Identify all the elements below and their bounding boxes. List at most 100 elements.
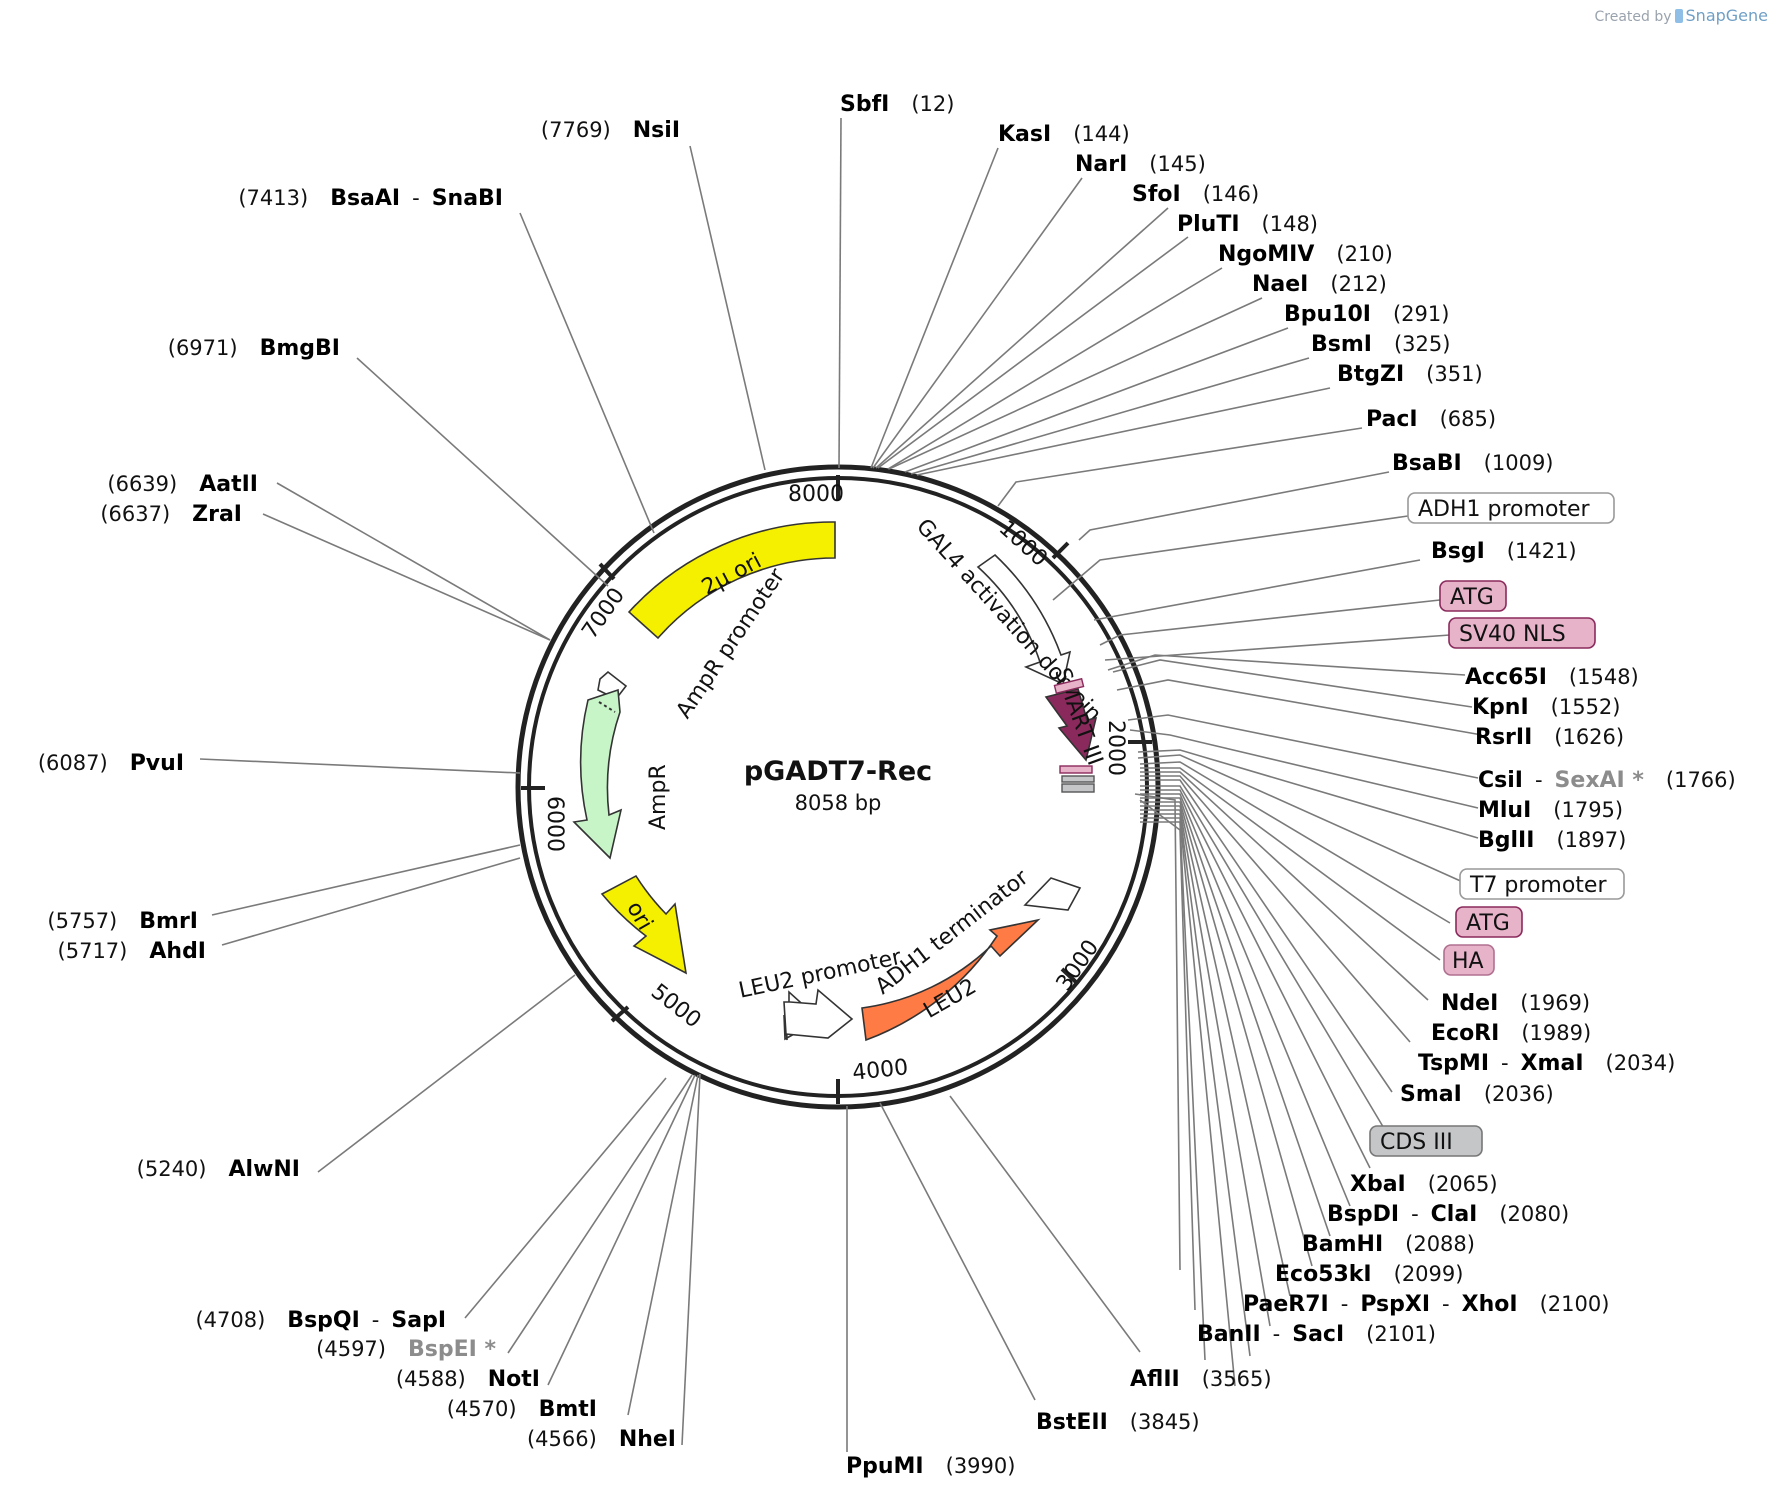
svg-text:BamHI(2088): BamHI(2088) <box>1302 1232 1475 1257</box>
site-label: Eco53kI(2099) <box>1275 1262 1463 1287</box>
site-position: (1989) <box>1521 1021 1591 1045</box>
svg-text:(4570)BmtI: (4570) BmtI <box>447 1397 597 1422</box>
ruler-label: 2000 <box>1103 720 1128 776</box>
site-position: (1552) <box>1551 695 1621 719</box>
enzyme-name: AlwNI <box>229 1157 301 1182</box>
site-label: MluI (1795) <box>1478 798 1623 823</box>
svg-text:RsrII(1626): RsrII(1626) <box>1475 725 1624 750</box>
site-position: (148) <box>1262 212 1318 236</box>
site-position: (144) <box>1073 122 1129 146</box>
adh1-terminator-box <box>1023 877 1082 911</box>
site-position: (7413) <box>238 186 308 210</box>
enzyme-name: BmgBI <box>260 336 340 361</box>
site-position: (5240) <box>137 1157 207 1181</box>
site-position: (4588) <box>396 1367 466 1391</box>
ruler-label: 5000 <box>646 979 706 1033</box>
cds-iii-marker <box>1061 783 1095 793</box>
enzyme-name: PacI <box>1366 407 1418 432</box>
boxed-label: HA <box>1443 944 1495 976</box>
enzyme-name: CsiI <box>1478 768 1523 793</box>
enzyme-name: BtgZI <box>1337 362 1404 387</box>
svg-text:KasI(144): KasI(144) <box>998 122 1130 147</box>
svg-text:BsaBI(1009): BsaBI(1009) <box>1392 451 1554 476</box>
site-label: BsmI(325) <box>1311 332 1450 357</box>
enzyme-name: NgoMIV <box>1218 242 1314 267</box>
site-label: Bpu10I(291) <box>1284 302 1449 327</box>
enzyme-name: BmtI <box>539 1397 597 1422</box>
site-position: (3565) <box>1202 1367 1272 1391</box>
boxed-label-text: HA <box>1452 949 1484 974</box>
site-position: (351) <box>1426 362 1482 386</box>
backbone-outer-ring <box>515 464 1161 1110</box>
site-position: (1766) <box>1666 768 1736 792</box>
site-label: BanII-SacI(2101) <box>1197 1322 1436 1347</box>
site-position: (2100) <box>1540 1292 1610 1316</box>
svg-text:(4597)BspEI *: (4597)BspEI * <box>316 1337 496 1362</box>
site-position: (6637) <box>100 502 170 526</box>
site-position: (2080) <box>1499 1202 1569 1226</box>
site-label: EcoRI(1989) <box>1431 1021 1591 1046</box>
site-position: (5717) <box>58 939 128 963</box>
svg-text:(4588)NotI: (4588) NotI <box>396 1367 540 1392</box>
site-label: PpuMI(3990) <box>846 1454 1015 1479</box>
site-label: RsrII(1626) <box>1475 725 1624 750</box>
feature-label-ampr: AmpR <box>646 764 671 830</box>
enzyme-name: AatII <box>199 472 258 497</box>
svg-text:(6971)BmgBI: (6971)BmgBI <box>168 336 340 361</box>
site-position: (4570) <box>447 1397 517 1421</box>
site-position: (1548) <box>1569 665 1639 689</box>
svg-text:BsgI(1421): BsgI(1421) <box>1431 539 1577 564</box>
boxed-label-text: ATG <box>1450 585 1494 610</box>
enzyme-name: Eco53kI <box>1275 1262 1372 1287</box>
enzyme-name: PluTI <box>1177 212 1240 237</box>
ampr-arrow <box>572 688 623 860</box>
ruler-label: 8000 <box>788 482 844 507</box>
site-label: (6637)ZraI <box>100 502 242 527</box>
site-position: (2036) <box>1484 1082 1554 1106</box>
enzyme-name: RsrII <box>1475 725 1532 750</box>
site-label: (4566)NheI <box>527 1427 676 1452</box>
svg-text:(5757)BmrI: (5757)BmrI <box>47 909 198 934</box>
credit-brand: SnapGene <box>1685 6 1768 25</box>
site-position: (7769) <box>541 118 611 142</box>
enzyme-name: BamHI <box>1302 1232 1383 1257</box>
svg-text:AflII(3565): AflII(3565) <box>1130 1367 1272 1392</box>
site-position: (325) <box>1394 332 1450 356</box>
svg-text:KpnI(1552): KpnI(1552) <box>1472 695 1621 720</box>
svg-text:PluTI(148): PluTI (148) <box>1177 212 1318 237</box>
enzyme-name: BsgI <box>1431 539 1485 564</box>
site-labels: SbfI(12) KasI(144) NarI(145) SfoI(146) P… <box>38 92 1736 1479</box>
svg-text:(6639)AatII: (6639)AatII <box>107 472 258 497</box>
svg-text:Bpu10I(291): Bpu10I(291) <box>1284 302 1449 327</box>
label-box <box>1455 906 1523 938</box>
plasmid-name: pGADT7-Rec <box>744 756 932 787</box>
ruler-label: 3000 <box>1052 936 1105 996</box>
enzyme-name: SfoI <box>1132 182 1181 207</box>
site-label: NaeI(212) <box>1252 272 1387 297</box>
enzyme-name: MluI <box>1478 798 1531 823</box>
site-label: BsaBI(1009) <box>1392 451 1554 476</box>
svg-text:(4708)BspQI-SapI: (4708)BspQI-SapI <box>195 1308 446 1333</box>
enzyme-name: NotI <box>488 1367 540 1392</box>
site-position: (12) <box>911 92 954 116</box>
svg-text:CsiI-SexAI *(1766): CsiI-SexAI *(1766) <box>1478 768 1736 793</box>
svg-text:NaeI(212): NaeI(212) <box>1252 272 1387 297</box>
enzyme-name: BspEI * <box>408 1337 496 1362</box>
boxed-label: ATG <box>1439 580 1507 612</box>
enzyme-name: NarI <box>1075 152 1127 177</box>
svg-text:(6637)ZraI: (6637)ZraI <box>100 502 242 527</box>
site-label: (4708)BspQI-SapI <box>195 1308 446 1333</box>
site-label: BstEII(3845) <box>1036 1410 1200 1435</box>
site-position: (1795) <box>1553 798 1623 822</box>
label-box <box>1448 617 1596 649</box>
boxed-label: ADH1 promoter <box>1407 492 1615 524</box>
enzyme-name: SbfI <box>840 92 889 117</box>
svg-text:Eco53kI(2099): Eco53kI(2099) <box>1275 1262 1463 1287</box>
site-position: (2034) <box>1606 1051 1676 1075</box>
backbone-inner-ring <box>527 476 1149 1098</box>
snapgene-logo-icon <box>1674 9 1683 23</box>
enzyme-name: Acc65I <box>1465 665 1547 690</box>
site-position: (685) <box>1440 407 1496 431</box>
svg-text:BstEII(3845): BstEII(3845) <box>1036 1410 1200 1435</box>
svg-text:NgoMIV(210): NgoMIV(210) <box>1218 242 1393 267</box>
